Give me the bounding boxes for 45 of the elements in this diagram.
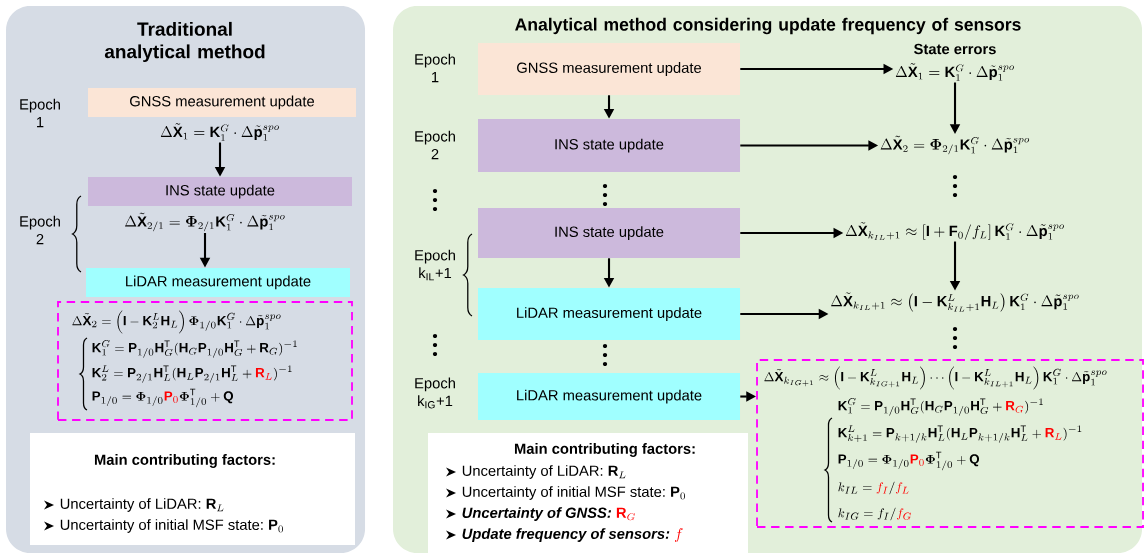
formula-box <box>756 359 1144 528</box>
list-item: Uncertainty of LiDAR: $\mathbf{R}_{L}$ <box>60 498 224 512</box>
formula: $\Delta\tilde{\mathbf{X}}_{1} = \mathbf{K}_{1}^{G}\cdot\Delta\tilde{\mathbf{p}}_{1}^{spo}$ <box>895 63 1014 81</box>
factors-box <box>30 433 355 545</box>
formula-box <box>57 301 353 421</box>
formula: $\mathbf{P}_{1/0} = \boldsymbol{\Phi}_{1/0}{\color{red}\mathbf{P}_{0}}\boldsymbol{\Phi}_{1/0}^{\mathrm{T}}+\mathbf{Q}$ <box>838 451 980 471</box>
factors-box <box>428 433 748 553</box>
column-heading: State errors <box>914 43 996 55</box>
formula: $\mathbf{P}_{1/0} = \boldsymbol{\Phi}_{1/0}{\color{red}\mathbf{P}_{0}}\boldsymbol{\Phi}_{1/0}^{\mathrm{T}}+\mathbf{Q}$ <box>92 388 234 408</box>
heading: Main contributing factors: <box>94 454 275 468</box>
formula: $k_{IG} = f_{I}/{\color{red}f_{G}}$ <box>838 507 911 521</box>
panel-title: Traditional analytical method <box>104 21 265 63</box>
formula: $k_{IL} = {\color{red}f_{I}}/{\color{red}f_{L}}$ <box>838 481 909 495</box>
process-box: LiDAR measurement update <box>86 268 350 297</box>
epoch-label: Epoch k$_{IG}$+1 <box>415 377 455 409</box>
process-box: GNSS measurement update <box>478 43 740 95</box>
heading: Main contributing factors: <box>514 443 695 457</box>
formula: $\Delta\tilde{\mathbf{X}}_{2/1} = \boldsymbol{\Phi}_{2/1}\mathbf{K}_{1}^{G}\cdot\Delta\tilde{\mathbf{p}}_{1}^{spo}$ <box>125 212 285 232</box>
list-item: Update frequency of sensors: ${\color{red}f}$ <box>462 528 683 542</box>
formula: $\Delta\tilde{\mathbf{X}}_{1} = \mathbf{K}_{1}^{G}\cdot\Delta\tilde{\mathbf{p}}_{1}^{spo}$ <box>160 123 279 141</box>
formula: $\Delta\tilde{\mathbf{X}}_{k_{IL}+1} \approx \left(\mathbf{I}-\mathbf{K}_{k_{IL}+1}^{L}\mathbf{H}_{L}\right)\mathbf{K}_{1}^{G}\cdot\Delta\tilde{\mathbf{p}}_{1}^{spo}$ <box>831 292 1079 312</box>
panel-title: Analytical method considering update frequency of sensors <box>515 17 1021 35</box>
process-box: GNSS measurement update <box>88 88 356 117</box>
process-box: LiDAR measurement update <box>478 373 740 421</box>
process-box: LiDAR measurement update <box>478 288 740 340</box>
list-item: Uncertainty of initial MSF state: $\mathbf{P}_{0}$ <box>462 486 685 500</box>
epoch-label: Epoch k$_{IL}$+1 <box>415 249 455 281</box>
formula: $\Delta\tilde{\mathbf{X}}_{k_{IL}+1} \approx \left[\mathbf{I}+\mathbf{F}_{0}/f_{L}\right]\mathbf{K}_{1}^{G}\cdot\Delta\tilde{\mathbf{p}}_{1}^{spo}$ <box>845 222 1064 240</box>
formula: $\mathbf{K}_{k+1}^{L} = \mathbf{P}_{k+1/k}\mathbf{H}_{L}^{\mathrm{T}}(\mathbf{H}_{L}\mathbf{P}_{k+1/k}\mathbf{H}_{L}^{\mathrm{T}}+{\color{red}\mathbf{R}_{L}})^{-1}$ <box>838 425 1082 443</box>
process-box: INS state update <box>88 177 352 206</box>
list-item: Uncertainty of initial MSF state: $\mathbf{P}_{0}$ <box>60 519 283 533</box>
list-item: Uncertainty of GNSS: ${\color{red}\mathbf{R}_{G}}$ <box>462 507 635 521</box>
epoch-label: Epoch 1 <box>415 53 455 83</box>
formula: $\Delta\tilde{\mathbf{X}}_{k_{IG+1}} \approx \left(\mathbf{I}-\mathbf{K}_{k_{IG+1}}^{L}\mathbf{H}_{L}\right)\cdots\left(\mathbf{I}-\mathbf{K}_{k_{IL+1}}^{L}\mathbf{H}_{L}\right)\mathbf{K}_{1}^{G}\cdot\Delta\tilde{\mathbf{p}}_{1}^{spo}$ <box>764 366 1107 390</box>
formula: $\Delta\tilde{\mathbf{X}}_{2} = \boldsymbol{\Phi}_{2/1}\mathbf{K}_{1}^{G}\cdot\Delta\tilde{\mathbf{p}}_{1}^{spo}$ <box>880 135 1030 155</box>
process-box: INS state update <box>478 119 740 172</box>
formula: $\mathbf{K}_{1}^{G} = \mathbf{P}_{1/0}\mathbf{H}_{G}^{\mathrm{T}}(\mathbf{H}_{G}\mathbf{P}_{1/0}\mathbf{H}_{G}^{\mathrm{T}}+\mathbf{R}_{G})^{-1}$ <box>92 340 297 358</box>
epoch-label: Epoch 2 <box>415 130 455 160</box>
list-item: Uncertainty of LiDAR: $\mathbf{R}_{L}$ <box>462 465 626 479</box>
epoch-label: Epoch 2 <box>20 215 60 245</box>
formula: $\mathbf{K}_{1}^{G} = \mathbf{P}_{1/0}\mathbf{H}_{G}^{\mathrm{T}}(\mathbf{H}_{G}\mathbf{P}_{1/0}\mathbf{H}_{G}^{\mathrm{T}}+{\color{red}\mathbf{R}_{G}})^{-1}$ <box>838 398 1043 416</box>
process-box: INS state update <box>478 208 740 258</box>
formula: $\mathbf{K}_{2}^{L} = \mathbf{P}_{2/1}\mathbf{H}_{L}^{\mathrm{T}}(\mathbf{H}_{L}\mathbf{P}_{2/1}\mathbf{H}_{L}^{\mathrm{T}}+{\color{red}\mathbf{R}_{L}})^{-1}$ <box>92 365 292 383</box>
epoch-label: Epoch 1 <box>20 98 60 128</box>
formula: $\Delta\tilde{\mathbf{X}}_{2} = \left(\mathbf{I}-\mathbf{K}_{2}^{L}\mathbf{H}_{L}\right)\boldsymbol{\Phi}_{1/0}\mathbf{K}_{1}^{G}\cdot\Delta\tilde{\mathbf{p}}_{1}^{spo}$ <box>72 310 281 334</box>
